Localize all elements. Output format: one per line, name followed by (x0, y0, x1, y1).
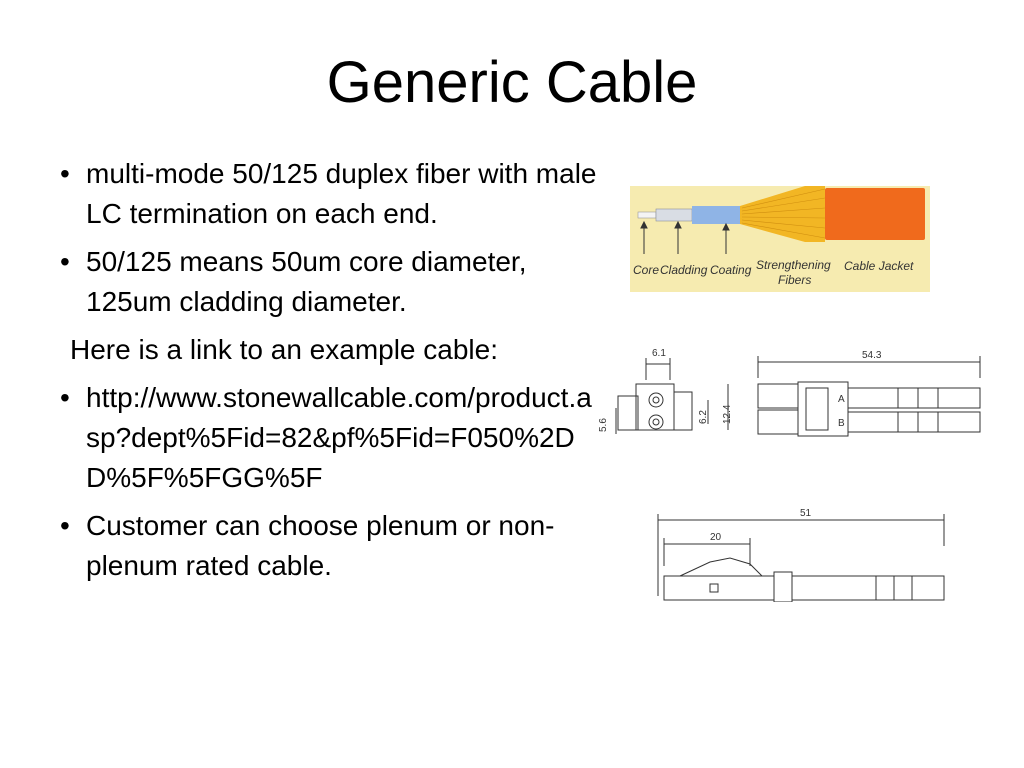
dim-6-1: 6.1 (652, 348, 666, 359)
bullet-item: • 50/125 means 50um core diameter, 125um… (60, 242, 600, 322)
dim-12-4: 12.4 (722, 404, 733, 424)
bullet-dot: • (60, 246, 70, 277)
dim-20: 20 (710, 532, 722, 543)
label-fibers: Fibers (778, 273, 811, 287)
coating-shape (692, 206, 740, 224)
cable-jacket-shape (825, 188, 925, 240)
bullet-dot: • (60, 510, 70, 541)
bullet-item: • multi-mode 50/125 duplex fiber with ma… (60, 154, 600, 234)
label-cladding: Cladding (660, 263, 708, 277)
diagram-labels: Core Cladding Coating Strengthening Fibe… (633, 258, 914, 287)
label-b: B (838, 418, 845, 429)
label-core: Core (633, 263, 659, 277)
plain-paragraph: Here is a link to an example cable: (70, 334, 498, 365)
cladding-shape (655, 208, 693, 222)
dim-51: 51 (800, 508, 812, 519)
bullet-dot: • (60, 382, 70, 413)
dim-5-6: 5.6 (598, 418, 609, 432)
bullet-item: • http://www.stonewallcable.com/product.… (60, 378, 600, 498)
duplex-connector-drawing: 6.1 54.3 5.6 6.2 12.4 A B (598, 348, 981, 437)
strengthening-fibers-shape (740, 186, 825, 242)
bullet-list: • multi-mode 50/125 duplex fiber with ma… (60, 154, 600, 594)
core-shape (637, 211, 657, 219)
bullet-text: multi-mode 50/125 duplex fiber with male… (86, 158, 597, 229)
label-a: A (838, 394, 845, 405)
pointer-arrows (640, 220, 730, 254)
label-coating: Coating (710, 263, 752, 277)
single-connector-drawing: 51 20 (657, 508, 945, 602)
bullet-dot: • (60, 158, 70, 189)
cable-link-text[interactable]: http://www.stonewallcable.com/product.as… (86, 382, 592, 493)
label-cable-jacket: Cable Jacket (844, 259, 914, 273)
label-strengthening: Strengthening (756, 258, 831, 272)
fiber-cable-diagram: Core Cladding Coating Strengthening Fibe… (630, 186, 930, 292)
slide-title: Generic Cable (326, 50, 698, 115)
bullet-text: Customer can choose plenum or non-plenum… (86, 510, 555, 581)
dim-54-3: 54.3 (862, 350, 882, 361)
bullet-item: • Customer can choose plenum or non-plen… (60, 506, 600, 586)
fiber-strands (741, 188, 826, 239)
bullet-text: 50/125 means 50um core diameter, 125um c… (86, 246, 527, 317)
dim-6-2: 6.2 (698, 410, 709, 424)
